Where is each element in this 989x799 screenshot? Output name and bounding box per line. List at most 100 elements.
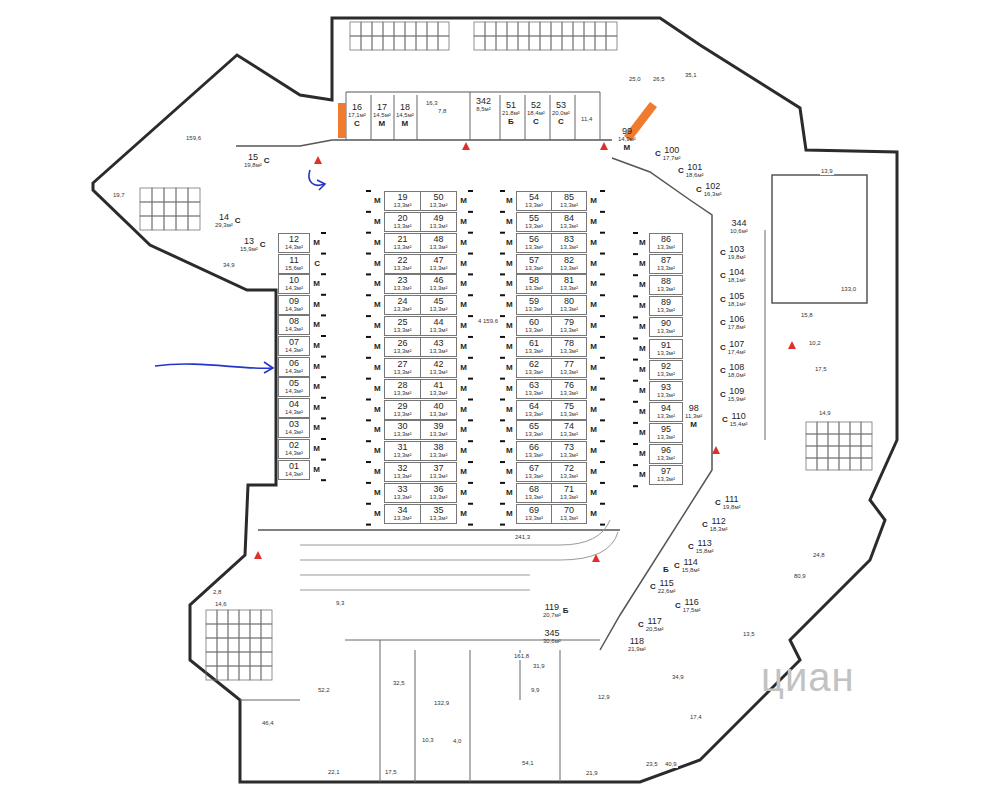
- storage-cell: [405, 36, 416, 50]
- entrance-marker: [254, 551, 262, 559]
- parking-space: 2013,3м²М: [384, 212, 421, 232]
- partition: [765, 230, 766, 440]
- space-number: 54: [517, 192, 551, 202]
- storage-cell: [152, 216, 164, 230]
- space-type-letter: М: [639, 344, 646, 353]
- wheel-stop: [321, 335, 326, 337]
- space-type-letter: М: [374, 446, 381, 455]
- space-area: 30,6м²: [543, 638, 561, 645]
- space-area: 21,8м²: [502, 110, 520, 117]
- wheel-stop: [468, 378, 473, 380]
- storage-cell: [595, 22, 606, 36]
- space-type-letter: М: [313, 465, 320, 474]
- space-area: 13,3м²: [517, 390, 551, 397]
- wheel-stop: [500, 399, 505, 401]
- space-area: 18,0м²: [728, 372, 746, 379]
- storage-cell: [239, 638, 250, 652]
- parking-space: 3213,3м²М: [384, 462, 421, 482]
- room-text: 11315,8м²: [696, 538, 714, 555]
- space-number: 89: [650, 297, 682, 307]
- storage-cell: [474, 22, 485, 36]
- space-area: 17,7м²: [663, 155, 681, 162]
- space-area: 11,3м²: [685, 413, 702, 420]
- storage-room: С10017,7м²: [655, 145, 681, 162]
- space-number: 107: [728, 339, 746, 349]
- space-type-letter: С: [722, 415, 728, 424]
- room-outline: [772, 175, 867, 303]
- storage-cell: [438, 36, 449, 50]
- storage-room: С10418,1м²: [720, 267, 746, 284]
- space-number: 93: [650, 382, 682, 392]
- storage-cell: [427, 36, 438, 50]
- storage-cell: [250, 666, 261, 680]
- parking-space: 8613,3м²М: [649, 233, 683, 253]
- storage-cell: [850, 446, 861, 458]
- space-area: 13,3м²: [385, 348, 420, 355]
- parking-space: 1014,3м²М: [278, 274, 310, 294]
- storage-cell: [361, 36, 372, 50]
- space-number: 34: [385, 505, 420, 515]
- space-type-letter: С: [720, 295, 726, 304]
- space-area: 13,3м²: [552, 327, 586, 334]
- space-number: 82: [552, 255, 586, 265]
- space-number: 98: [685, 403, 702, 413]
- space-type-letter: М: [506, 425, 513, 434]
- storage-room: С11315,8м²: [688, 538, 714, 555]
- space-type-letter: М: [460, 259, 467, 268]
- storage-cell: [828, 434, 839, 446]
- wheel-stop: [366, 232, 371, 234]
- parking-space: 9113,3м²М: [649, 339, 683, 359]
- space-number: 91: [650, 340, 682, 350]
- space-number: 85: [552, 192, 586, 202]
- wheel-stop: [600, 378, 605, 380]
- space-type-letter: С: [650, 582, 656, 591]
- space-area: 13,3м²: [385, 327, 420, 334]
- storage-cell: [188, 188, 200, 202]
- space-type-letter: М: [313, 362, 320, 371]
- space-number: 25: [385, 317, 420, 327]
- storage-cell: [228, 610, 239, 624]
- storage-room: 11821,9м²: [628, 636, 646, 653]
- area-label: 17,5: [814, 366, 828, 373]
- space-number: 36: [421, 484, 456, 494]
- space-area: 13,3м²: [552, 223, 586, 230]
- storage-room: С10319,8м²: [720, 244, 746, 261]
- space-type-letter: М: [460, 217, 467, 226]
- space-number: 87: [650, 255, 682, 265]
- space-number: 02: [279, 440, 309, 450]
- space-number: 342: [476, 96, 491, 106]
- space-type-letter: М: [590, 363, 597, 372]
- storage-room: С10216,3м²: [696, 181, 722, 198]
- space-number: 119: [543, 602, 561, 612]
- space-number: 27: [385, 359, 420, 369]
- space-type-letter: М: [374, 259, 381, 268]
- wheel-stop: [321, 397, 326, 399]
- space-type-letter: М: [639, 407, 646, 416]
- area-label: 24,8: [812, 552, 826, 559]
- storage-cell: [438, 22, 449, 36]
- space-area: 13,3м²: [650, 392, 682, 399]
- parking-space: 9613,3м²М: [649, 444, 683, 464]
- space-type-letter: С: [720, 366, 726, 375]
- wheel-stop: [600, 440, 605, 442]
- space-area: 13,3м²: [650, 476, 682, 483]
- wheel-stop: [468, 190, 473, 192]
- space-area: 13,3м²: [421, 473, 456, 480]
- entrance-marker: [462, 142, 470, 150]
- wall: [258, 529, 620, 531]
- parking-space: 8413,3м²М: [551, 212, 587, 232]
- space-number: 106: [728, 314, 746, 324]
- storage-cell: [850, 434, 861, 446]
- space-type-letter: М: [590, 467, 597, 476]
- wheel-stop: [468, 419, 473, 421]
- space-number: 44: [421, 317, 456, 327]
- parking-space: 1115,6м²С: [278, 254, 310, 274]
- storage-cell: [239, 624, 250, 638]
- storage-cell: [383, 22, 394, 36]
- parking-space: 9213,3м²М: [649, 360, 683, 380]
- space-type-letter: М: [639, 280, 646, 289]
- wheel-stop: [468, 440, 473, 442]
- space-number: 50: [421, 192, 456, 202]
- parking-space: 7813,3м²М: [551, 337, 587, 357]
- wheel-stop: [633, 295, 638, 297]
